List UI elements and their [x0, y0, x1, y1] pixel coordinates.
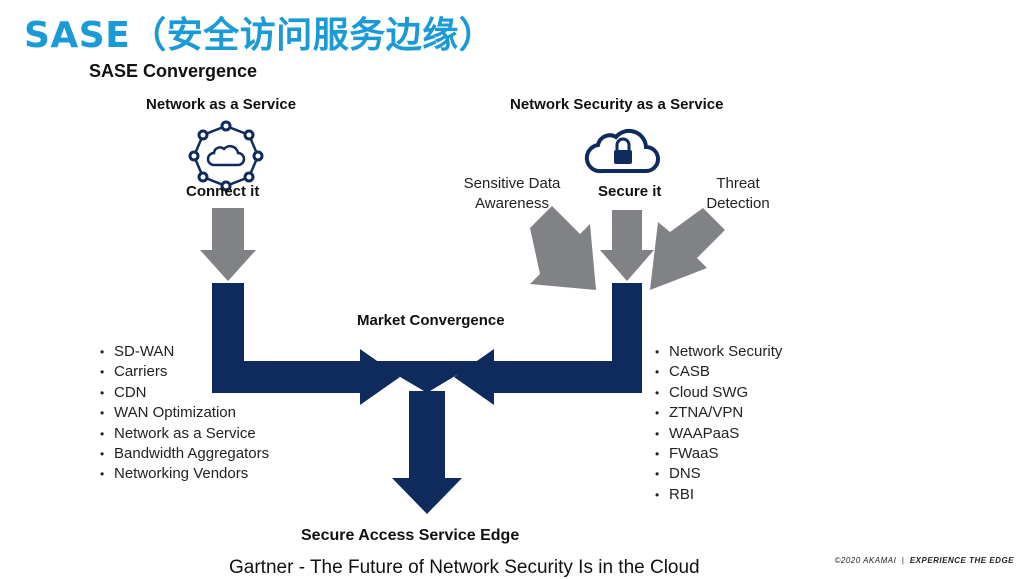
network-as-a-service-heading: Network as a Service	[146, 96, 297, 113]
list-item: Network Security	[655, 342, 782, 362]
list-item: FWaaS	[655, 444, 782, 464]
sensitive-data-line2: Awareness	[475, 195, 549, 212]
list-item: CASB	[655, 362, 782, 382]
list-item: Network as a Service	[100, 424, 269, 444]
sensitive-data-label: Sensitive Data Awareness	[452, 174, 572, 214]
list-item: Carriers	[100, 362, 269, 382]
footer-tagline: EXPERIENCE THE EDGE	[909, 556, 1014, 565]
list-item: CDN	[100, 383, 269, 403]
list-item: Networking Vendors	[100, 464, 269, 484]
list-item: Cloud SWG	[655, 383, 782, 403]
threat-detection-line1: Threat	[716, 175, 760, 192]
connect-it-label: Connect it	[186, 183, 260, 200]
list-item: WAN Optimization	[100, 403, 269, 423]
threat-detection-label: Threat Detection	[688, 174, 788, 214]
list-item: RBI	[655, 485, 782, 505]
network-security-heading: Network Security as a Service	[510, 96, 724, 113]
right-convergence-arrow	[454, 283, 642, 405]
lock-cloud-icon	[584, 128, 660, 174]
footer-separator: |	[901, 556, 905, 565]
copyright-footer: ©2020 AKAMAI | EXPERIENCE THE EDGE	[834, 556, 1014, 565]
sensitive-data-arrow	[530, 206, 596, 290]
list-item: ZTNA/VPN	[655, 403, 782, 423]
market-convergence-label: Market Convergence	[357, 312, 505, 329]
list-item: WAAPaaS	[655, 424, 782, 444]
diagram-subtitle: SASE Convergence	[89, 61, 258, 81]
list-item: SD-WAN	[100, 342, 269, 362]
secure-arrow	[600, 210, 654, 281]
down-result-arrow	[373, 361, 480, 514]
copyright-text: ©2020 AKAMAI	[834, 556, 897, 565]
network-cloud-icon	[188, 120, 264, 192]
threat-detection-line2: Detection	[706, 195, 770, 212]
connect-arrow	[200, 208, 256, 281]
slide-title: SASE（安全访问服务边缘）	[24, 15, 496, 56]
source-citation: Gartner - The Future of Network Security…	[229, 557, 700, 578]
list-item: DNS	[655, 464, 782, 484]
threat-detection-arrow	[650, 208, 725, 290]
sensitive-data-line1: Sensitive Data	[463, 175, 561, 192]
network-vendor-list: SD-WAN Carriers CDN WAN Optimization Net…	[100, 342, 269, 485]
list-item: Bandwidth Aggregators	[100, 444, 269, 464]
secure-it-label: Secure it	[598, 183, 662, 200]
secure-access-service-edge-label: Secure Access Service Edge	[301, 527, 520, 544]
security-service-list: Network Security CASB Cloud SWG ZTNA/VPN…	[655, 342, 782, 505]
